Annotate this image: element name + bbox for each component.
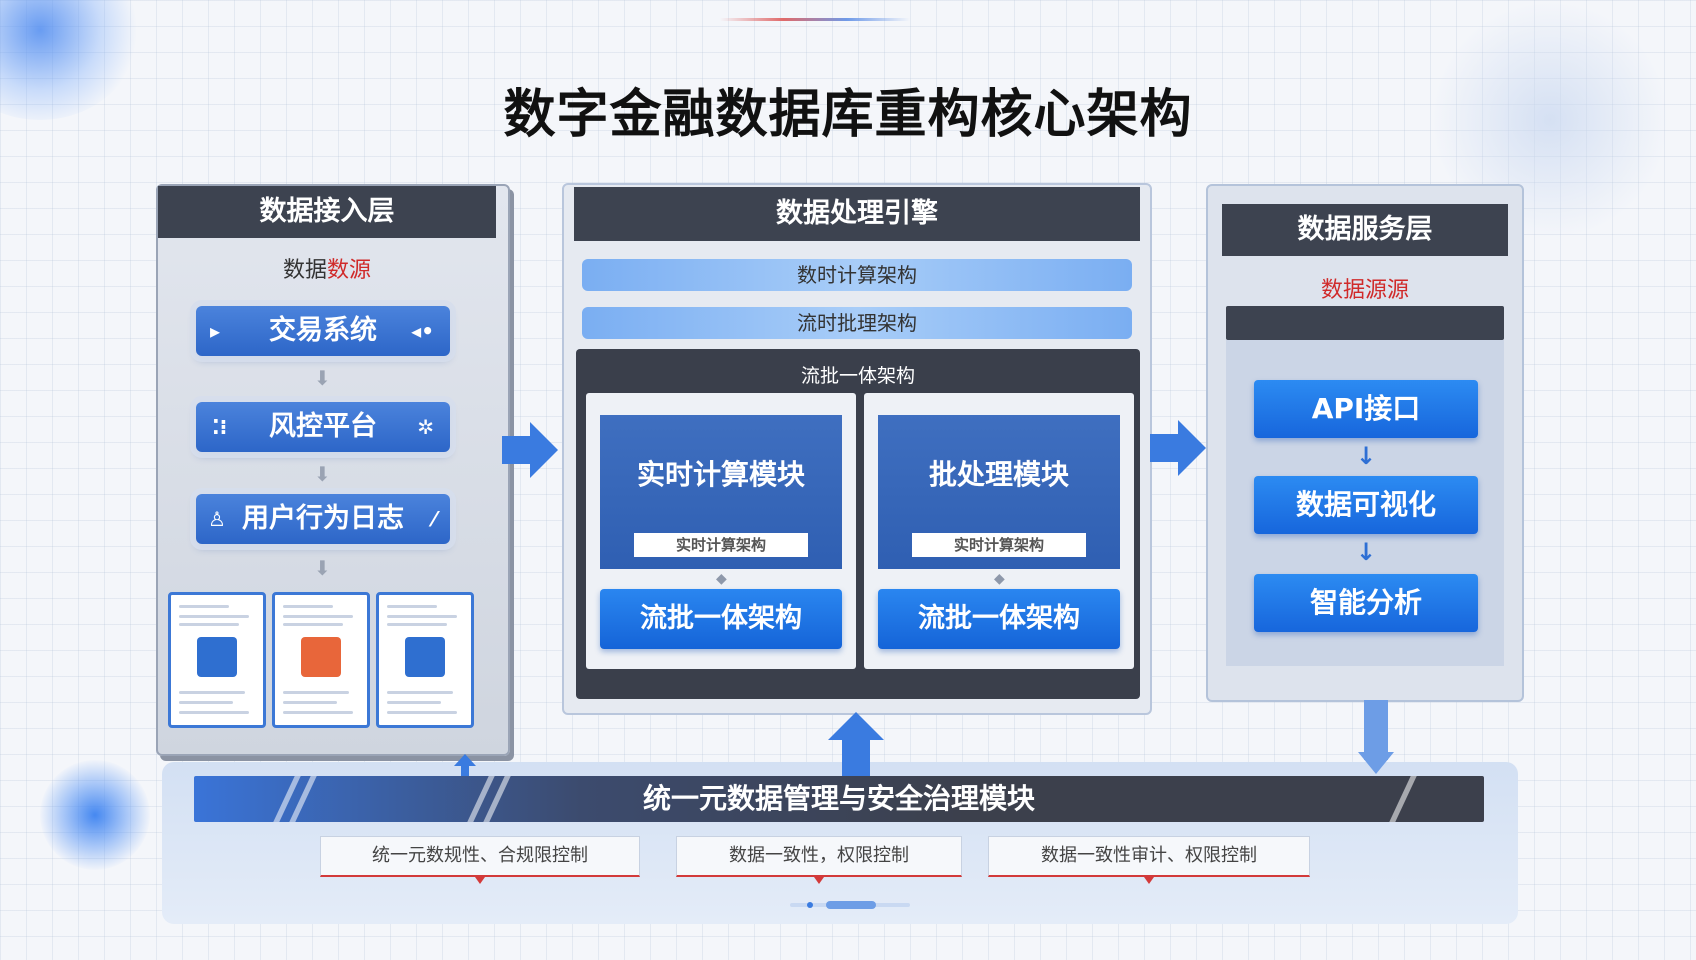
page-title: 数字金融数据库重构核心架构	[503, 85, 1193, 145]
database-cube-icon	[405, 637, 445, 677]
rule-box: 数据一致性，权限控制	[676, 836, 962, 884]
database-card	[376, 592, 474, 728]
stream-bar: 流时批理架构	[582, 307, 1132, 339]
flow-up-arrow-icon	[454, 754, 476, 776]
analysis-button[interactable]: 智能分析	[1254, 574, 1478, 632]
service-panel: 数据服务层 数据源源 API接口 ↓ 数据可视化 ↓ 智能分析	[1206, 184, 1524, 702]
chart-icon: ⁄	[432, 507, 436, 531]
decor-dots	[790, 901, 910, 909]
inner-title: 流批一体架构	[800, 365, 915, 387]
database-card	[272, 592, 370, 728]
source-risk-platform[interactable]: ⁚⁝ 风控平台 ✲	[196, 402, 450, 452]
flow-arrow-icon: ↓	[1356, 538, 1377, 566]
module-tag: 实时计算架构	[912, 533, 1086, 557]
flow-arrow-icon: ⬇	[314, 462, 331, 486]
realtime-module[interactable]: 实时计算模块 实时计算架构	[600, 415, 842, 569]
database-cube-icon	[301, 637, 341, 677]
arrows-icon: ◂•	[411, 319, 434, 343]
rule-box: 统一元数规性、合规限控制	[320, 836, 640, 884]
flow-arrow-icon: ⬇	[314, 556, 331, 580]
decor-blob	[40, 760, 150, 870]
flow-arrow-icon: ◆	[994, 571, 1005, 587]
visualization-button[interactable]: 数据可视化	[1254, 476, 1478, 534]
batch-module-card: 批处理模块 实时计算架构 ◆ 流批一体架构	[864, 393, 1134, 669]
realtime-module-card: 实时计算模块 实时计算架构 ◆ 流批一体架构	[586, 393, 856, 669]
processing-panel: 数据处理引擎 数时计算架构 流时批理架构 流批一体架构 实时计算模块 实时计算架…	[562, 183, 1152, 715]
source-trading-system[interactable]: ▸ 交易系统 ◂•	[196, 306, 450, 356]
flow-arrow-icon: ⬇	[314, 366, 331, 390]
database-card	[168, 592, 266, 728]
cursor-icon: ▸	[210, 319, 221, 343]
flow-right-arrow-icon	[502, 422, 558, 478]
unified-button[interactable]: 流批一体架构	[600, 589, 842, 649]
gear-icon: ✲	[417, 415, 434, 439]
user-icon: ♙	[208, 507, 226, 531]
flow-arrow-icon: ↓	[1356, 442, 1377, 470]
batch-module[interactable]: 批处理模块 实时计算架构	[878, 415, 1120, 569]
ingestion-header: 数据接入层	[158, 186, 496, 238]
realtime-bar: 数时计算架构	[582, 259, 1132, 291]
rule-box: 数据一致性审计、权限控制	[988, 836, 1310, 884]
api-button[interactable]: API接口	[1254, 380, 1478, 438]
ingestion-panel: 数据接入层 数据数源 ▸ 交易系统 ◂• ⬇ ⁚⁝ 风控平台 ✲ ⬇ ♙ 用户行…	[156, 184, 510, 756]
service-subtitle: 数据源源	[1320, 278, 1409, 303]
service-bar	[1226, 306, 1504, 340]
database-cube-icon	[197, 637, 237, 677]
network-icon: ⁚⁝	[212, 415, 228, 439]
flow-up-arrow-icon	[828, 712, 884, 778]
flow-arrow-icon: ◆	[716, 571, 727, 587]
ingestion-subtitle: 数据数源	[282, 258, 372, 283]
flow-right-arrow-icon	[1150, 420, 1206, 476]
unified-button[interactable]: 流批一体架构	[878, 589, 1120, 649]
processing-header: 数据处理引擎	[574, 187, 1140, 241]
source-user-log[interactable]: ♙ 用户行为日志 ⁄	[196, 494, 450, 544]
module-tag: 实时计算架构	[634, 533, 808, 557]
service-header: 数据服务层	[1222, 204, 1508, 256]
governance-title-bar: 统一元数据管理与安全治理模块	[194, 776, 1484, 822]
flow-down-arrow-icon	[1358, 700, 1394, 774]
decor-line	[720, 18, 910, 21]
unified-architecture-area: 流批一体架构 实时计算模块 实时计算架构 ◆ 流批一体架构 批处理模块 实时计算…	[576, 349, 1140, 699]
